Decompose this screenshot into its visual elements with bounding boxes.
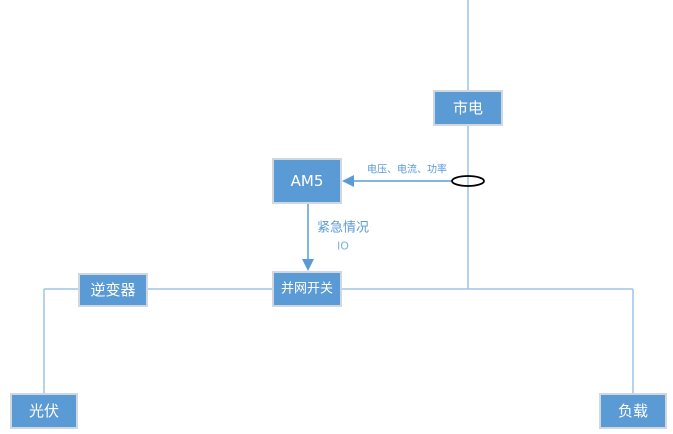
node-load[interactable]: 负载 [599, 393, 667, 429]
node-pv[interactable]: 光伏 [10, 393, 78, 429]
node-grid[interactable]: 市电 [433, 90, 503, 126]
node-grid-switch-label: 并网开关 [281, 282, 333, 297]
node-am5-label: AM5 [291, 172, 324, 190]
measurement-label: 电压、电流、功率 [367, 163, 447, 176]
node-inverter-label: 逆变器 [90, 281, 135, 299]
node-grid-label: 市电 [453, 99, 483, 117]
io-label: IO [337, 240, 349, 253]
current-transformer-icon [451, 175, 485, 187]
measurement-arrowhead [342, 175, 354, 187]
emergency-arrowhead [302, 259, 314, 271]
node-pv-label: 光伏 [29, 402, 59, 420]
node-am5[interactable]: AM5 [272, 158, 342, 204]
node-inverter[interactable]: 逆变器 [78, 273, 148, 307]
node-grid-switch[interactable]: 并网开关 [272, 271, 342, 307]
emergency-label: 紧急情况 [317, 221, 369, 236]
node-load-label: 负载 [618, 402, 648, 420]
